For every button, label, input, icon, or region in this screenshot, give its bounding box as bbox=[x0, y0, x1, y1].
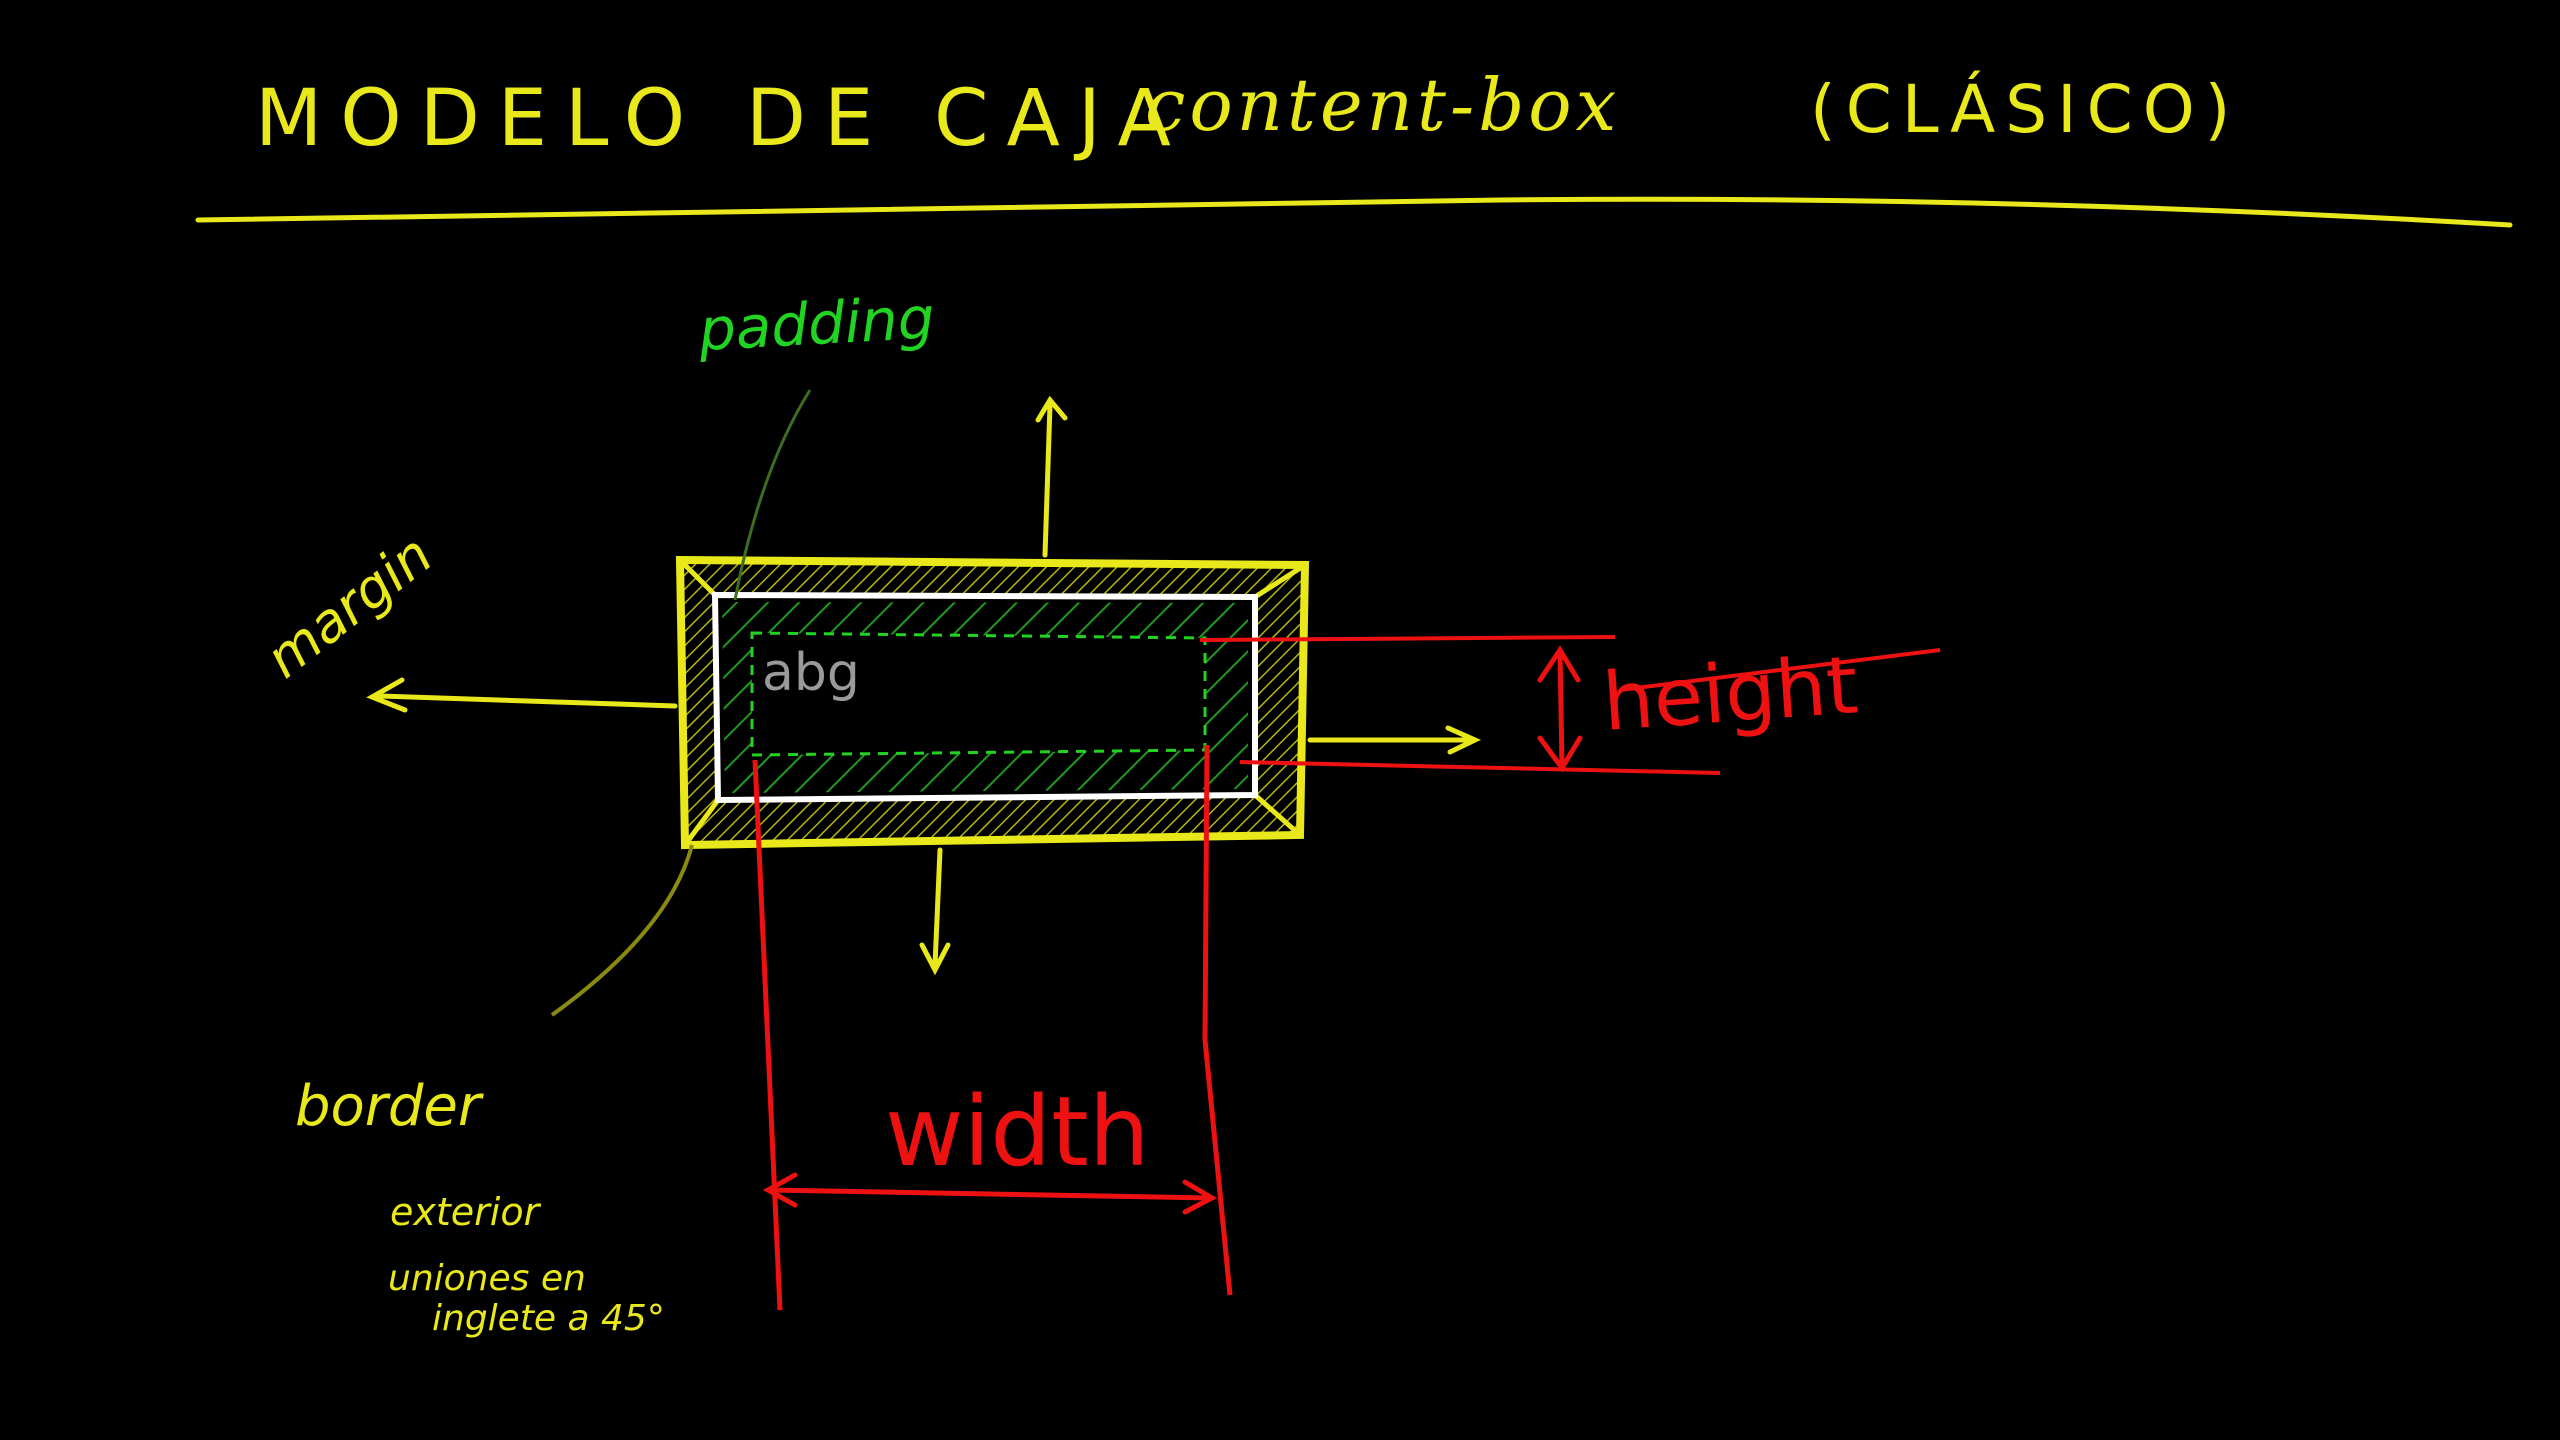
width-right-line bbox=[1202, 744, 1233, 1296]
margin-arrow-up bbox=[1035, 395, 1068, 558]
height-label-line bbox=[1619, 648, 1941, 692]
margin-arrow-down bbox=[919, 847, 951, 976]
margin-arrow-left bbox=[366, 677, 678, 713]
title-underline bbox=[195, 196, 2513, 228]
padding-leader-line bbox=[733, 389, 812, 601]
border-note-1: exterior bbox=[390, 1190, 542, 1234]
width-left-line bbox=[752, 759, 783, 1311]
border-miter-lines bbox=[678, 558, 1307, 847]
title-main: MODELO DE CAJA bbox=[255, 74, 1189, 164]
border-label: border bbox=[295, 1074, 484, 1139]
height-arrow bbox=[1537, 645, 1583, 773]
height-bottom-line bbox=[1239, 760, 1721, 775]
height-label: height bbox=[1600, 638, 1861, 749]
border-leader-line bbox=[550, 844, 694, 1017]
content-sample-text: abg bbox=[762, 643, 860, 703]
width-label: width bbox=[885, 1076, 1150, 1188]
title-sub: content-box bbox=[1145, 63, 1620, 147]
border-note-3: inglete a 45° bbox=[432, 1298, 665, 1339]
width-arrow bbox=[762, 1172, 1218, 1215]
border-note-2: uniones en bbox=[388, 1258, 586, 1299]
padding-label: padding bbox=[696, 284, 936, 364]
margin-label: margin bbox=[254, 523, 444, 690]
title-paren: (CLÁSICO) bbox=[1810, 71, 2240, 148]
height-top-line bbox=[1199, 635, 1616, 642]
margin-arrow-right bbox=[1307, 725, 1481, 755]
padding-band bbox=[722, 602, 1248, 793]
